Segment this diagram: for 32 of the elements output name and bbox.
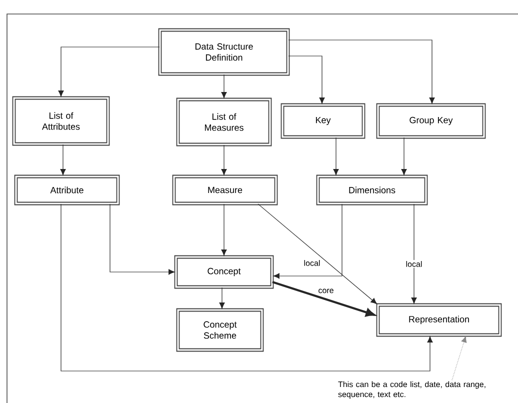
leader-line [452,336,467,380]
process-box: Group Key [376,103,486,139]
arrow [411,204,417,304]
arrow [221,204,227,256]
arrow [273,204,342,279]
edge-label: core [317,288,335,294]
process-box: Representation [376,303,502,337]
process-box: Attribute [14,174,120,206]
edge-label: local [404,260,424,268]
arrow [221,144,227,176]
arrow [219,287,225,309]
arrow [288,40,435,104]
process-box: Key [280,103,366,139]
process-box: Measure [172,174,278,206]
arrow [60,144,66,176]
note-text: This can be a code list, date, data range, sequence, text etc. [338,381,486,399]
process-box: List of Attributes [12,96,110,146]
arrow [272,280,375,317]
arrow [258,204,378,304]
process-box: Dimensions [316,174,428,206]
arrow [60,204,433,372]
arrow [333,137,339,176]
process-box: Concept [174,255,274,289]
arrow [58,46,160,97]
process-box: Concept Scheme [176,308,264,352]
arrow [401,137,407,176]
arrow [288,56,325,104]
arrow [221,74,227,98]
arrow [110,204,175,275]
process-box: Data Structure Definition [158,28,290,76]
edge-label: local [302,259,322,267]
process-box: List of Measures [176,98,272,146]
